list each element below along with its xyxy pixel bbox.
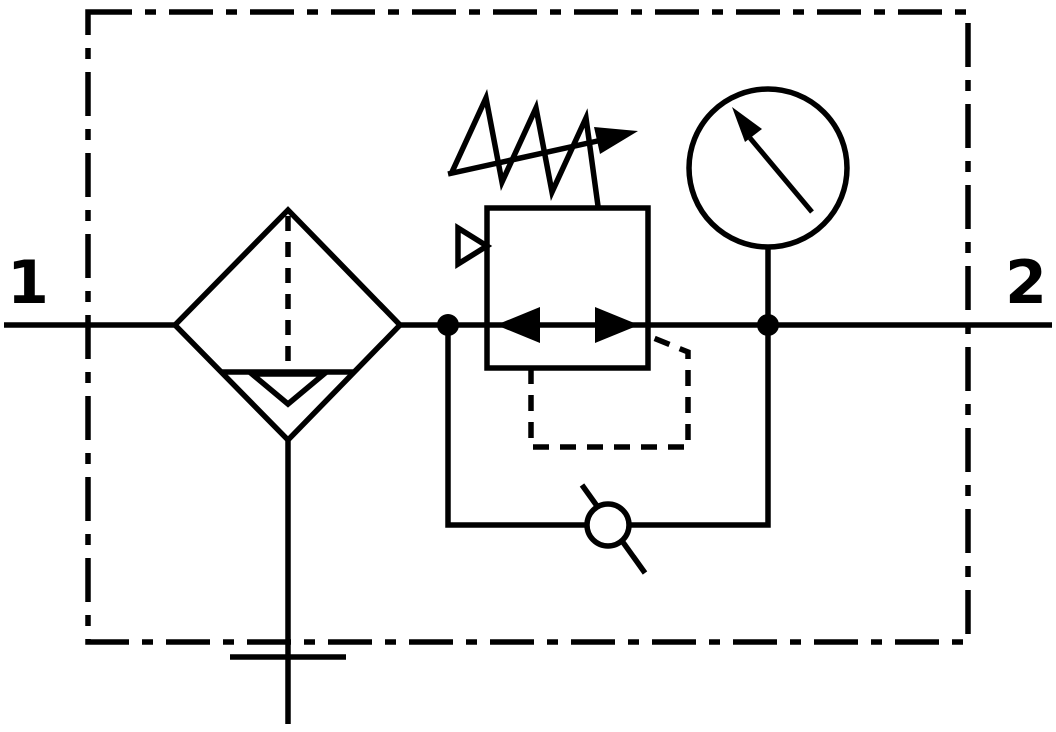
regulator-left-arrowhead-icon [496, 307, 540, 343]
junction-dot-left [437, 314, 459, 336]
port-2-label: 2 [1005, 248, 1047, 318]
adjustment-arrowhead-icon [594, 127, 638, 154]
drain-symbol [230, 440, 346, 724]
gauge-needle-arrowhead-icon [732, 107, 762, 142]
gauge-needle [748, 136, 814, 214]
gauge-dial-circle [686, 86, 850, 250]
check-valve-circle [584, 501, 632, 549]
adjustment-arrow-shaft [447, 137, 603, 177]
port-1-label: 1 [7, 248, 49, 318]
relief-pilot-triangle-icon [455, 223, 493, 269]
spring-zigzag [449, 89, 601, 207]
regulator-body [484, 205, 651, 371]
spring-adjustment-symbol [447, 89, 638, 207]
regulator-symbol [455, 205, 651, 371]
filter-symbol [171, 206, 404, 444]
water-separator-triangle [244, 371, 332, 408]
pressure-gauge-symbol [686, 86, 850, 325]
bypass-check-valve-symbol [445, 325, 771, 575]
junction-dot-right [757, 314, 779, 336]
regulator-right-arrowhead-icon [595, 307, 639, 343]
